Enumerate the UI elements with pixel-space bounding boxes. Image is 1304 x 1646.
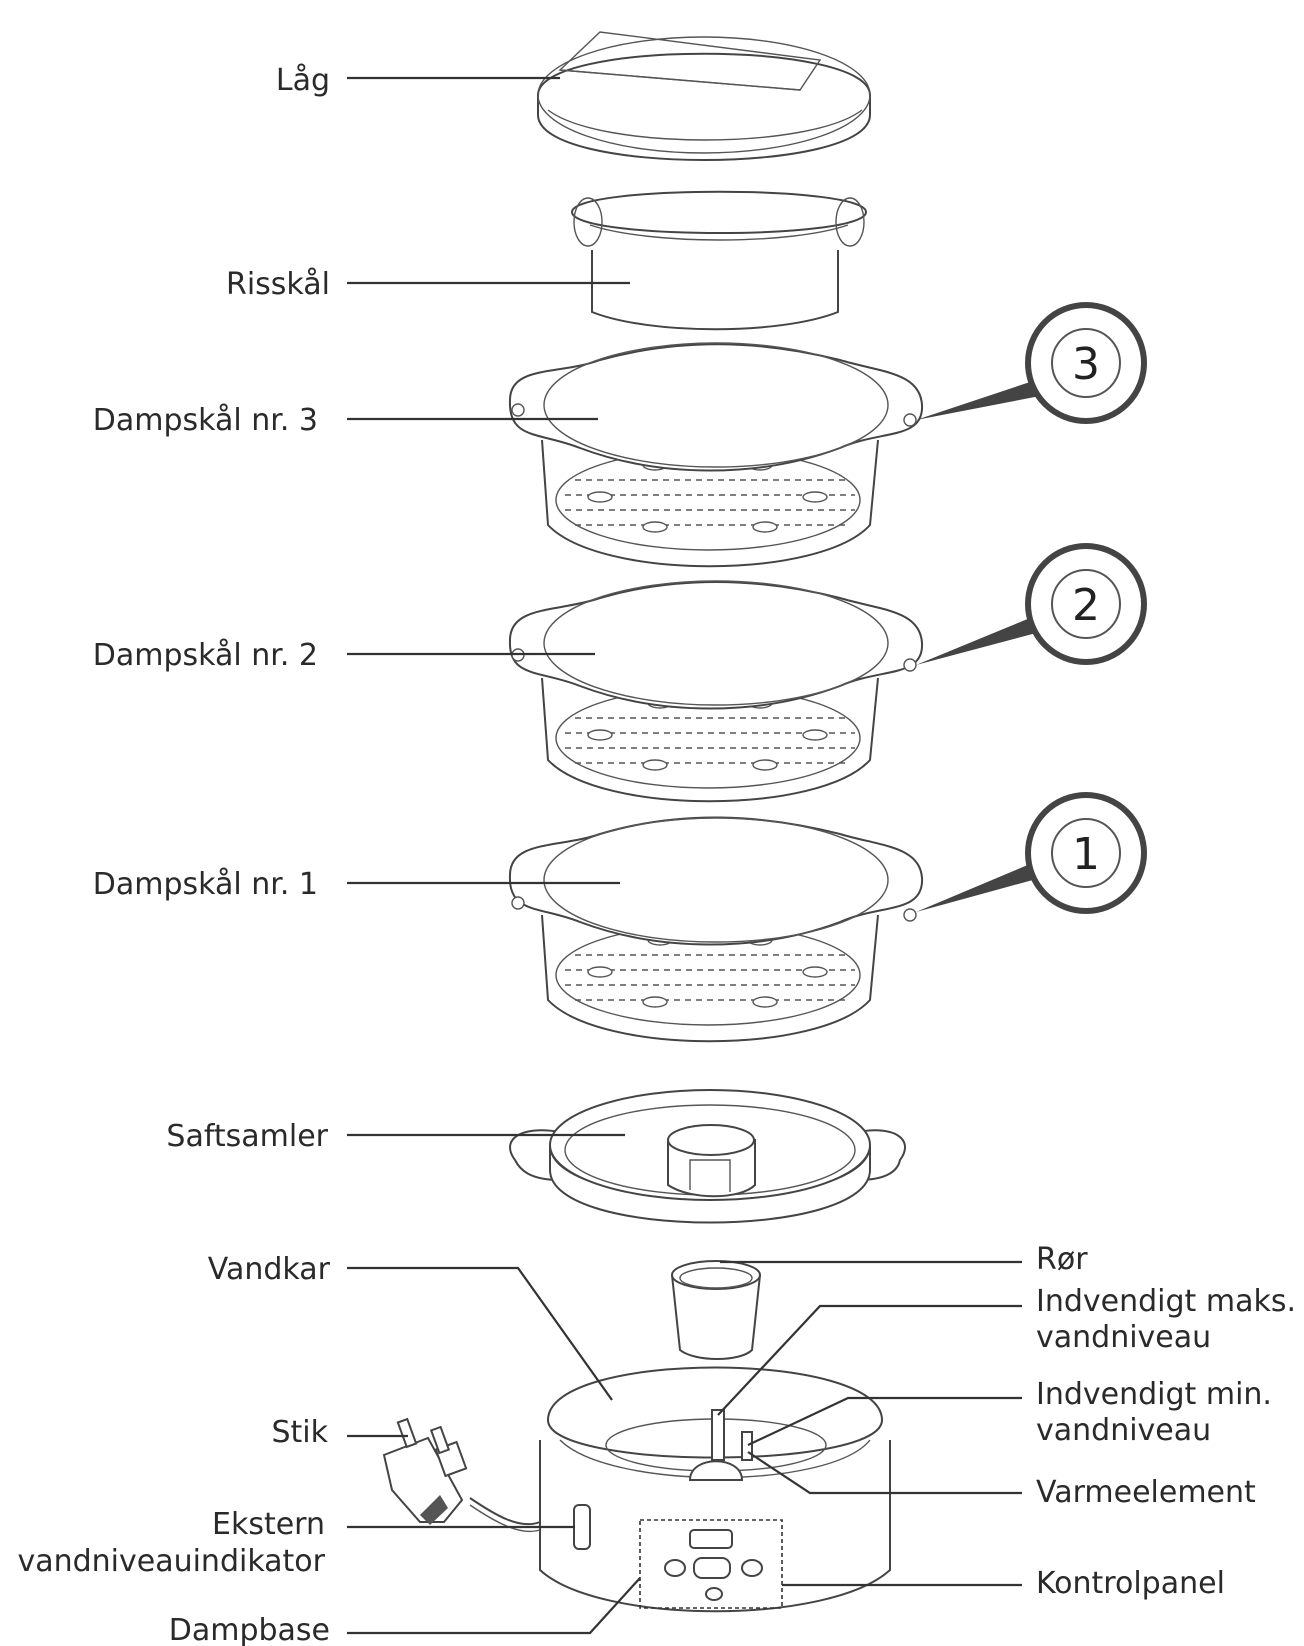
label-steam-bowl-1: Dampskål nr. 1 <box>93 867 318 902</box>
label-rice-bowl: Risskål <box>226 267 330 302</box>
label-min-level-line2: vandniveau <box>1036 1413 1211 1448</box>
control-panel-outline <box>639 1519 783 1609</box>
steam-bowl-2-part <box>508 580 924 803</box>
label-max-level-line1: Indvendigt maks. <box>1036 1284 1296 1319</box>
steam-bowl-3-part <box>508 342 924 568</box>
label-heating-element: Varmeelement <box>1036 1475 1256 1510</box>
juice-collector-part <box>509 1089 906 1224</box>
label-lid: Låg <box>276 63 330 98</box>
steam-bowl-1-part <box>508 816 924 1043</box>
steam-base-part <box>539 1366 891 1613</box>
label-juice-collector: Saftsamler <box>166 1119 328 1154</box>
badge-1: 1 <box>916 792 1147 914</box>
tube-part <box>671 1260 761 1360</box>
label-plug: Stik <box>271 1415 328 1450</box>
lid-part <box>537 31 871 161</box>
label-external-indicator-line2: vandniveauindikator <box>17 1544 325 1579</box>
badge-3-number: 3 <box>1072 339 1100 390</box>
label-steam-bowl-2: Dampskål nr. 2 <box>93 638 318 673</box>
badge-2: 2 <box>916 543 1147 665</box>
rice-bowl-part <box>570 190 868 331</box>
label-tube: Rør <box>1036 1242 1088 1277</box>
badge-1-number: 1 <box>1072 829 1100 880</box>
badge-3: 3 <box>916 302 1147 424</box>
label-external-indicator-line1: Ekstern <box>212 1507 325 1542</box>
plug-part <box>382 1417 541 1532</box>
leader-lines <box>347 76 1022 1635</box>
label-min-level-line1: Indvendigt min. <box>1036 1377 1272 1412</box>
label-water-tank: Vandkar <box>208 1252 331 1287</box>
badge-2-number: 2 <box>1072 580 1100 631</box>
label-steam-bowl-3: Dampskål nr. 3 <box>93 403 318 438</box>
label-control-panel: Kontrolpanel <box>1036 1566 1225 1601</box>
label-steam-base: Dampbase <box>169 1613 330 1646</box>
label-max-level-line2: vandniveau <box>1036 1320 1211 1355</box>
